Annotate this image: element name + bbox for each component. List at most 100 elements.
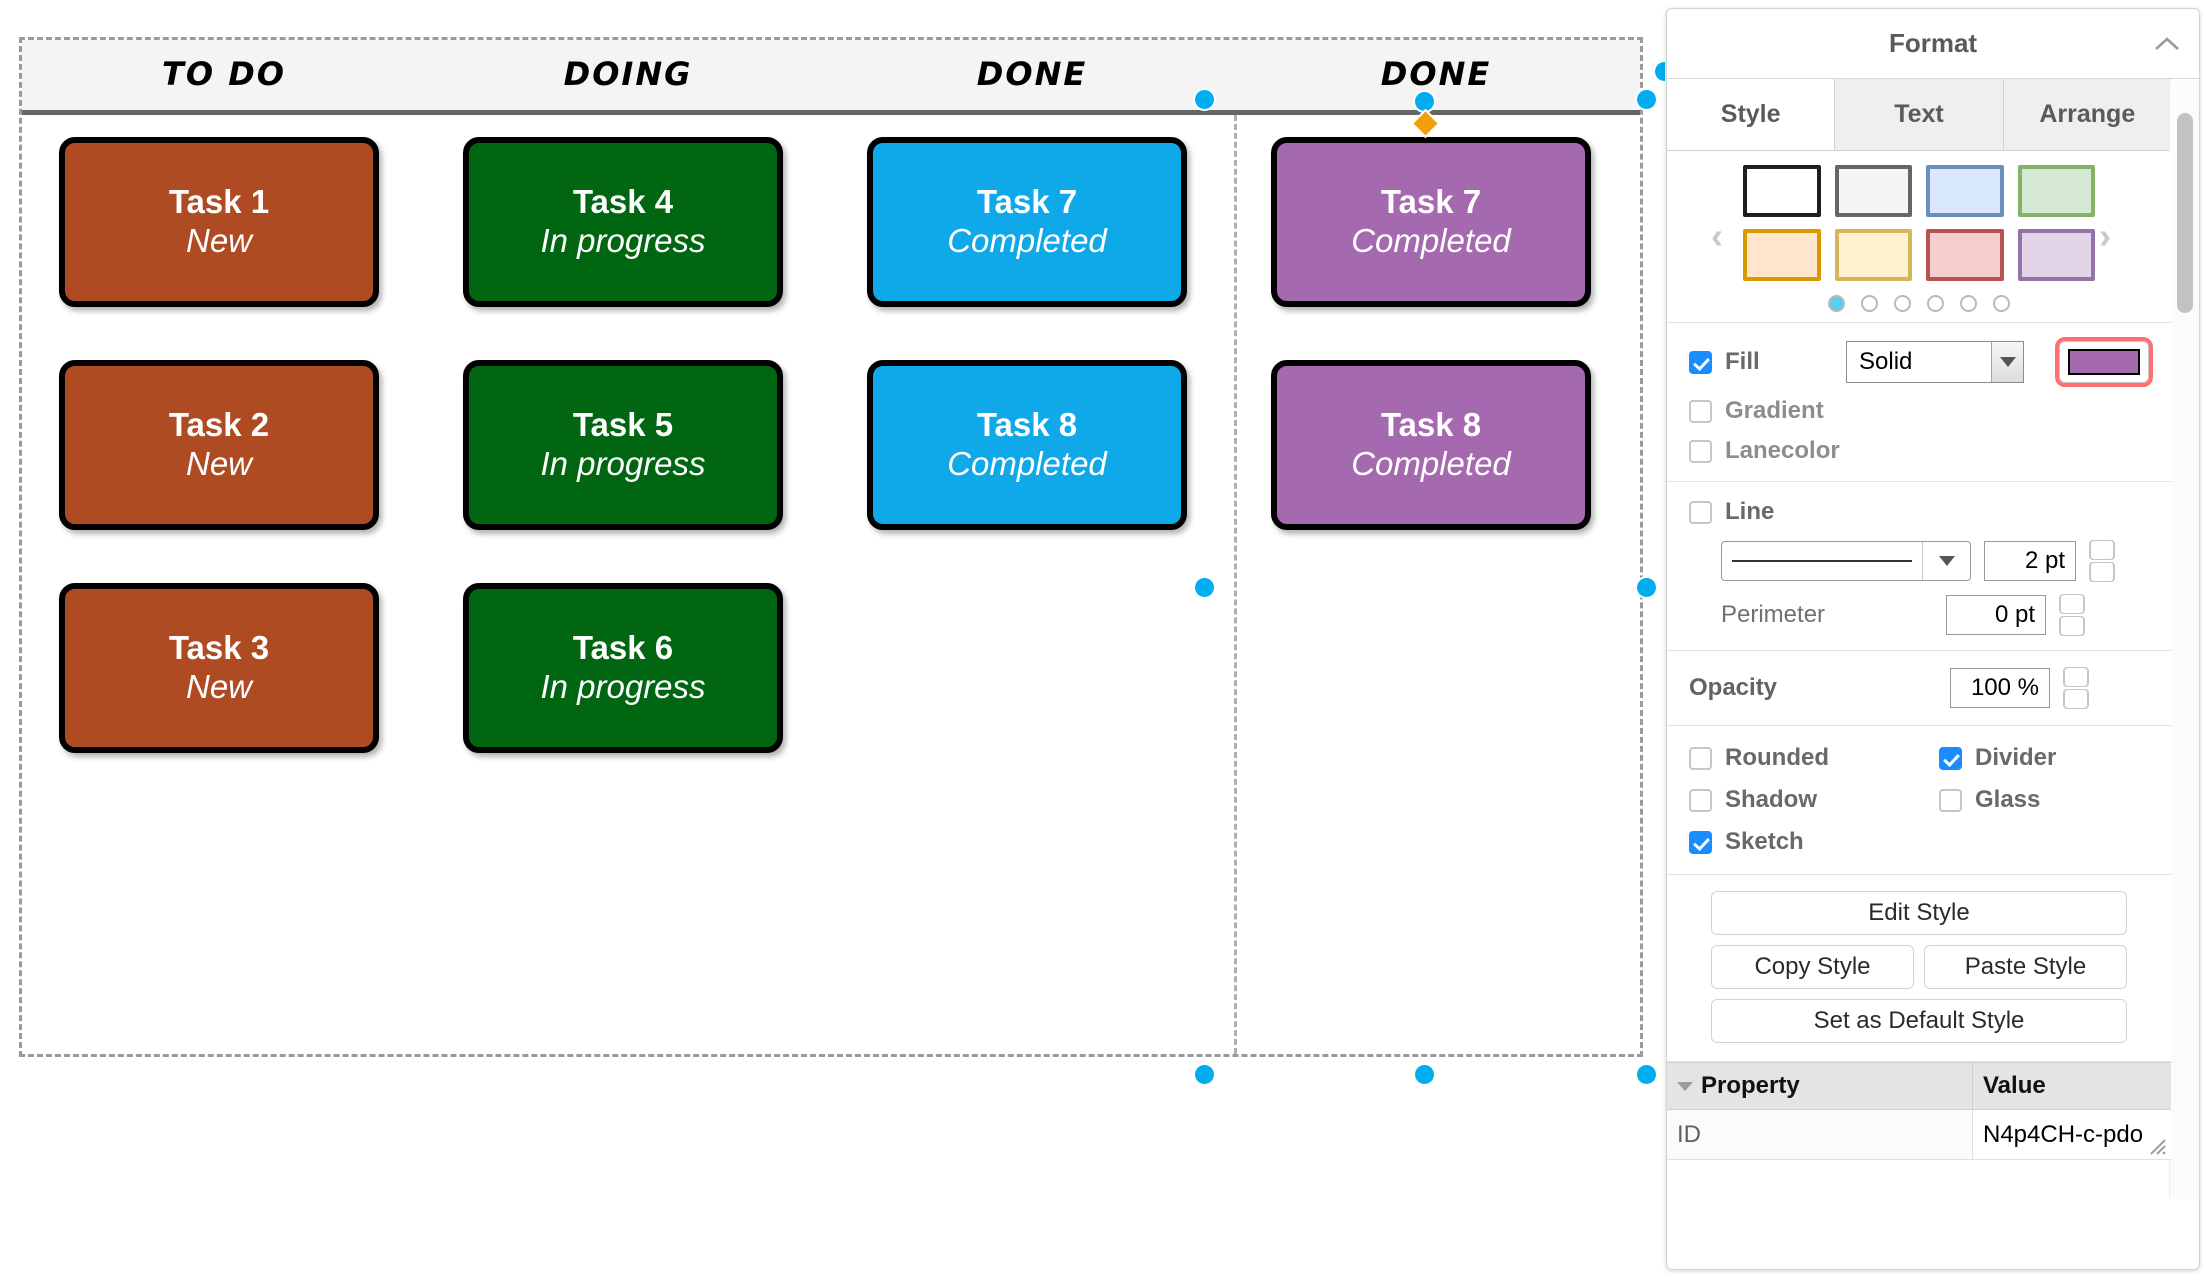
task-card[interactable]: Task 7 Completed [1271,137,1591,307]
task-card[interactable]: Task 8 Completed [867,360,1187,530]
task-card[interactable]: Task 7 Completed [867,137,1187,307]
paste-style-button[interactable]: Paste Style [1924,945,2127,989]
selection-handle-top-center[interactable] [1415,92,1434,111]
tab-arrange[interactable]: Arrange [2003,79,2171,150]
opacity-stepper[interactable] [2063,667,2089,709]
task-card[interactable]: Task 4 In progress [463,137,783,307]
selection-handle-top-right[interactable] [1637,90,1656,109]
fill-section: Fill Solid Gradient Lanecolor [1667,323,2171,482]
style-swatch-purple[interactable] [2017,229,2095,281]
task-card[interactable]: Task 2 New [59,360,379,530]
lane-title-doing[interactable]: DOING [563,55,693,94]
task-status: Completed [947,222,1107,259]
task-title: Task 2 [168,406,270,444]
divider-checkbox[interactable] [1939,746,1962,770]
task-card[interactable]: Task 5 In progress [463,360,783,530]
tab-style[interactable]: Style [1667,79,1836,150]
stepper-up-icon[interactable] [2059,594,2085,614]
format-panel-body: ‹ › [1667,151,2171,1160]
selection-handle-mid-left[interactable] [1195,578,1214,597]
task-title: Task 8 [976,406,1078,444]
task-card[interactable]: Task 1 New [59,137,379,307]
task-card[interactable]: Task 6 In progress [463,583,783,753]
diagram-canvas[interactable]: TO DO DOING DONE DONE Task 1 New Task 2 … [0,0,1665,1278]
carousel-dot-3[interactable] [1894,295,1911,312]
carousel-dot-5[interactable] [1960,295,1977,312]
task-status: Completed [1351,445,1511,482]
chevron-up-icon[interactable] [2153,30,2181,58]
style-swatch-gray[interactable] [1834,165,1912,217]
opacity-section: Opacity 100 % [1667,651,2171,726]
style-swatch-orange[interactable] [1743,229,1821,281]
selection-handle-bottom-left[interactable] [1195,1065,1214,1084]
lane-title-done-2[interactable]: DONE [1380,55,1492,94]
selection-handle-top-mid-left[interactable] [1195,90,1214,109]
perimeter-stepper[interactable] [2059,594,2085,636]
carousel-dot-6[interactable] [1993,295,2010,312]
line-style-select[interactable] [1721,541,1971,581]
property-column-header[interactable]: Property [1667,1063,1973,1109]
fill-checkbox[interactable] [1689,350,1712,374]
divider-label: Divider [1975,744,2057,771]
lanecolor-checkbox[interactable] [1689,439,1712,463]
table-row[interactable]: ID N4p4CH-c-pdo [1667,1110,2171,1160]
property-name-cell: ID [1667,1110,1973,1159]
line-checkbox[interactable] [1689,500,1712,524]
task-status: In progress [540,668,706,705]
carousel-dot-2[interactable] [1861,295,1878,312]
glass-checkbox[interactable] [1939,788,1962,812]
fill-type-select[interactable]: Solid [1846,341,2024,383]
opacity-input[interactable]: 100 % [1950,668,2050,708]
swimlane-pool[interactable]: TO DO DOING DONE DONE Task 1 New Task 2 … [19,37,1643,1057]
stepper-up-icon[interactable] [2063,667,2089,687]
shadow-checkbox[interactable] [1689,788,1712,812]
stepper-up-icon[interactable] [2089,540,2115,560]
fill-color-button[interactable] [2055,337,2153,387]
sketch-checkbox[interactable] [1689,830,1712,854]
task-status: New [185,668,253,705]
carousel-dot-1[interactable] [1828,295,1845,312]
property-value-cell[interactable]: N4p4CH-c-pdo [1973,1110,2171,1159]
rounded-checkbox[interactable] [1689,746,1712,770]
style-preset-carousel: ‹ › [1667,151,2171,323]
carousel-dot-4[interactable] [1927,295,1944,312]
selection-handle-corner-far[interactable] [1655,62,1665,81]
selection-handle-bottom-right[interactable] [1637,1065,1656,1084]
carousel-prev-icon[interactable]: ‹ [1711,215,1723,256]
resize-grip-icon[interactable] [2147,1136,2167,1156]
panel-scrollbar-thumb[interactable] [2177,113,2193,313]
perimeter-input[interactable]: 0 pt [1946,595,2046,635]
line-width-input[interactable]: 2 pt [1984,541,2076,581]
copy-style-button[interactable]: Copy Style [1711,945,1914,989]
style-swatch-green[interactable] [2017,165,2095,217]
glass-label: Glass [1975,786,2041,813]
sort-caret-icon [1677,1081,1693,1091]
fill-type-value: Solid [1859,348,1913,375]
gradient-checkbox[interactable] [1689,399,1712,423]
line-width-stepper[interactable] [2089,540,2115,582]
style-swatch-yellow[interactable] [1834,229,1912,281]
style-swatch-white[interactable] [1743,165,1821,217]
task-card[interactable]: Task 8 Completed [1271,360,1591,530]
chevron-down-icon [1991,342,2023,382]
edit-style-button[interactable]: Edit Style [1711,891,2127,935]
selection-handle-mid-right[interactable] [1637,578,1656,597]
lane-title-todo[interactable]: TO DO [162,55,286,94]
stepper-down-icon[interactable] [2059,616,2085,636]
stepper-down-icon[interactable] [2063,689,2089,709]
task-card[interactable]: Task 3 New [59,583,379,753]
stepper-down-icon[interactable] [2089,562,2115,582]
fill-color-chip [2068,349,2140,375]
set-default-style-button[interactable]: Set as Default Style [1711,999,2127,1043]
lane-title-done-1[interactable]: DONE [976,55,1088,94]
value-column-header[interactable]: Value [1983,1072,2046,1099]
tab-text[interactable]: Text [1835,79,2004,150]
selection-handle-bottom-center[interactable] [1415,1065,1434,1084]
format-panel-header: Format [1667,9,2199,79]
carousel-next-icon[interactable]: › [2099,215,2111,256]
style-swatch-red[interactable] [1926,229,2004,281]
panel-scrollbar[interactable] [2169,81,2199,1199]
task-title: Task 4 [572,183,674,221]
task-status: New [185,445,253,482]
style-swatch-blue[interactable] [1926,165,2004,217]
